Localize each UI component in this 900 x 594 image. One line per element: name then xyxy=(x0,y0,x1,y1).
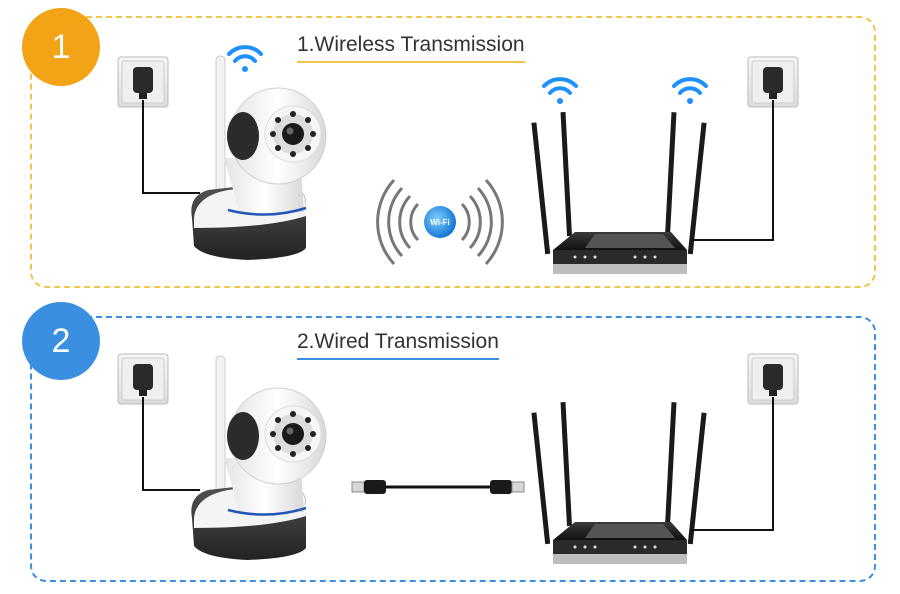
ip-camera xyxy=(190,54,328,262)
router-wifi-icon-left xyxy=(542,77,578,106)
wifi-signal-icon xyxy=(227,45,263,74)
power-outlet-right-2 xyxy=(747,353,799,405)
section-2-title: 2.Wired Transmission xyxy=(297,330,499,360)
power-outlet-right xyxy=(747,56,799,108)
wifi-router xyxy=(531,112,707,274)
section-1-number-badge: 1 xyxy=(22,8,100,86)
wired-router xyxy=(531,402,707,564)
power-outlet-left xyxy=(117,56,169,108)
wired-section-frame xyxy=(30,316,876,582)
wifi-waves-icon xyxy=(376,178,504,266)
router-wifi-icon-right xyxy=(672,77,708,106)
ip-camera-2 xyxy=(190,354,328,562)
wireless-section-frame xyxy=(30,16,876,288)
section-2-number-badge: 2 xyxy=(22,302,100,380)
ethernet-cable xyxy=(351,480,525,494)
section-1-title: 1.Wireless Transmission xyxy=(297,33,525,63)
power-outlet-left-2 xyxy=(117,353,169,405)
wifi-badge-label: Wi-Fi xyxy=(430,218,449,227)
